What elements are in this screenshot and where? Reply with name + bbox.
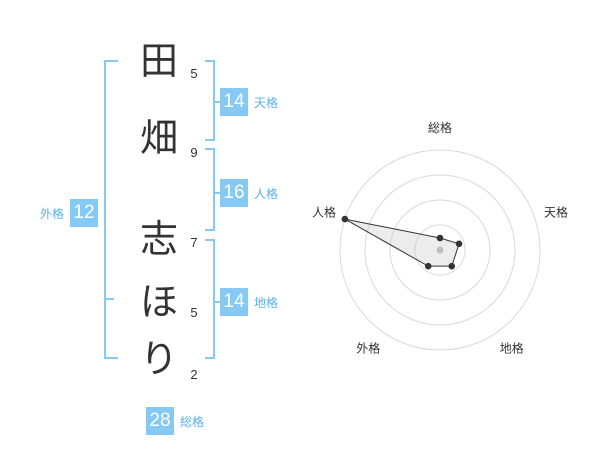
name-char-3: 志 (139, 217, 178, 261)
radar-point-2 (455, 240, 463, 248)
gaikaku-label: 外格 (40, 207, 65, 221)
radar-axis-label-2: 天格 (544, 204, 568, 219)
name-char-1: 田 (139, 39, 178, 83)
tenkaku-label: 天格 (254, 96, 279, 110)
radar-point-4 (424, 262, 432, 270)
radar-axis-label-4: 外格 (356, 341, 380, 356)
stroke-count-2: 9 (190, 145, 198, 160)
radar-axis-label-5: 人格 (312, 204, 336, 219)
chikaku-value: 14 (220, 288, 248, 316)
radar-center-dot (436, 246, 444, 254)
jinkaku-label: 人格 (254, 187, 279, 201)
name-char-2: 畑 (139, 116, 178, 160)
radar-grid-ring (414, 224, 466, 276)
radar-series-polygon (344, 218, 460, 267)
radar-point-5 (341, 215, 349, 223)
stroke-count-4: 5 (190, 305, 198, 320)
gaikaku-value: 12 (70, 199, 98, 227)
stroke-count-1: 5 (190, 66, 198, 81)
radar-axis-label-1: 総格 (428, 120, 452, 135)
stroke-count-5: 2 (190, 367, 198, 382)
radar-axis-label-3: 地格 (500, 341, 524, 356)
radar-point-3 (448, 262, 456, 270)
name-char-5: り (139, 337, 178, 381)
radar-point-1 (436, 234, 444, 242)
soukaku-value: 28 (146, 407, 174, 435)
tenkaku-value: 14 (220, 88, 248, 116)
radar-grid-ring (339, 149, 541, 351)
chikaku-label: 地格 (254, 296, 279, 310)
soukaku-label: 総格 (180, 415, 205, 429)
radar-grid-ring (389, 199, 491, 301)
jinkaku-value: 16 (220, 179, 248, 207)
radar-grid-ring (364, 174, 516, 326)
name-char-4: ほ (139, 280, 178, 324)
stroke-count-3: 7 (190, 235, 198, 250)
